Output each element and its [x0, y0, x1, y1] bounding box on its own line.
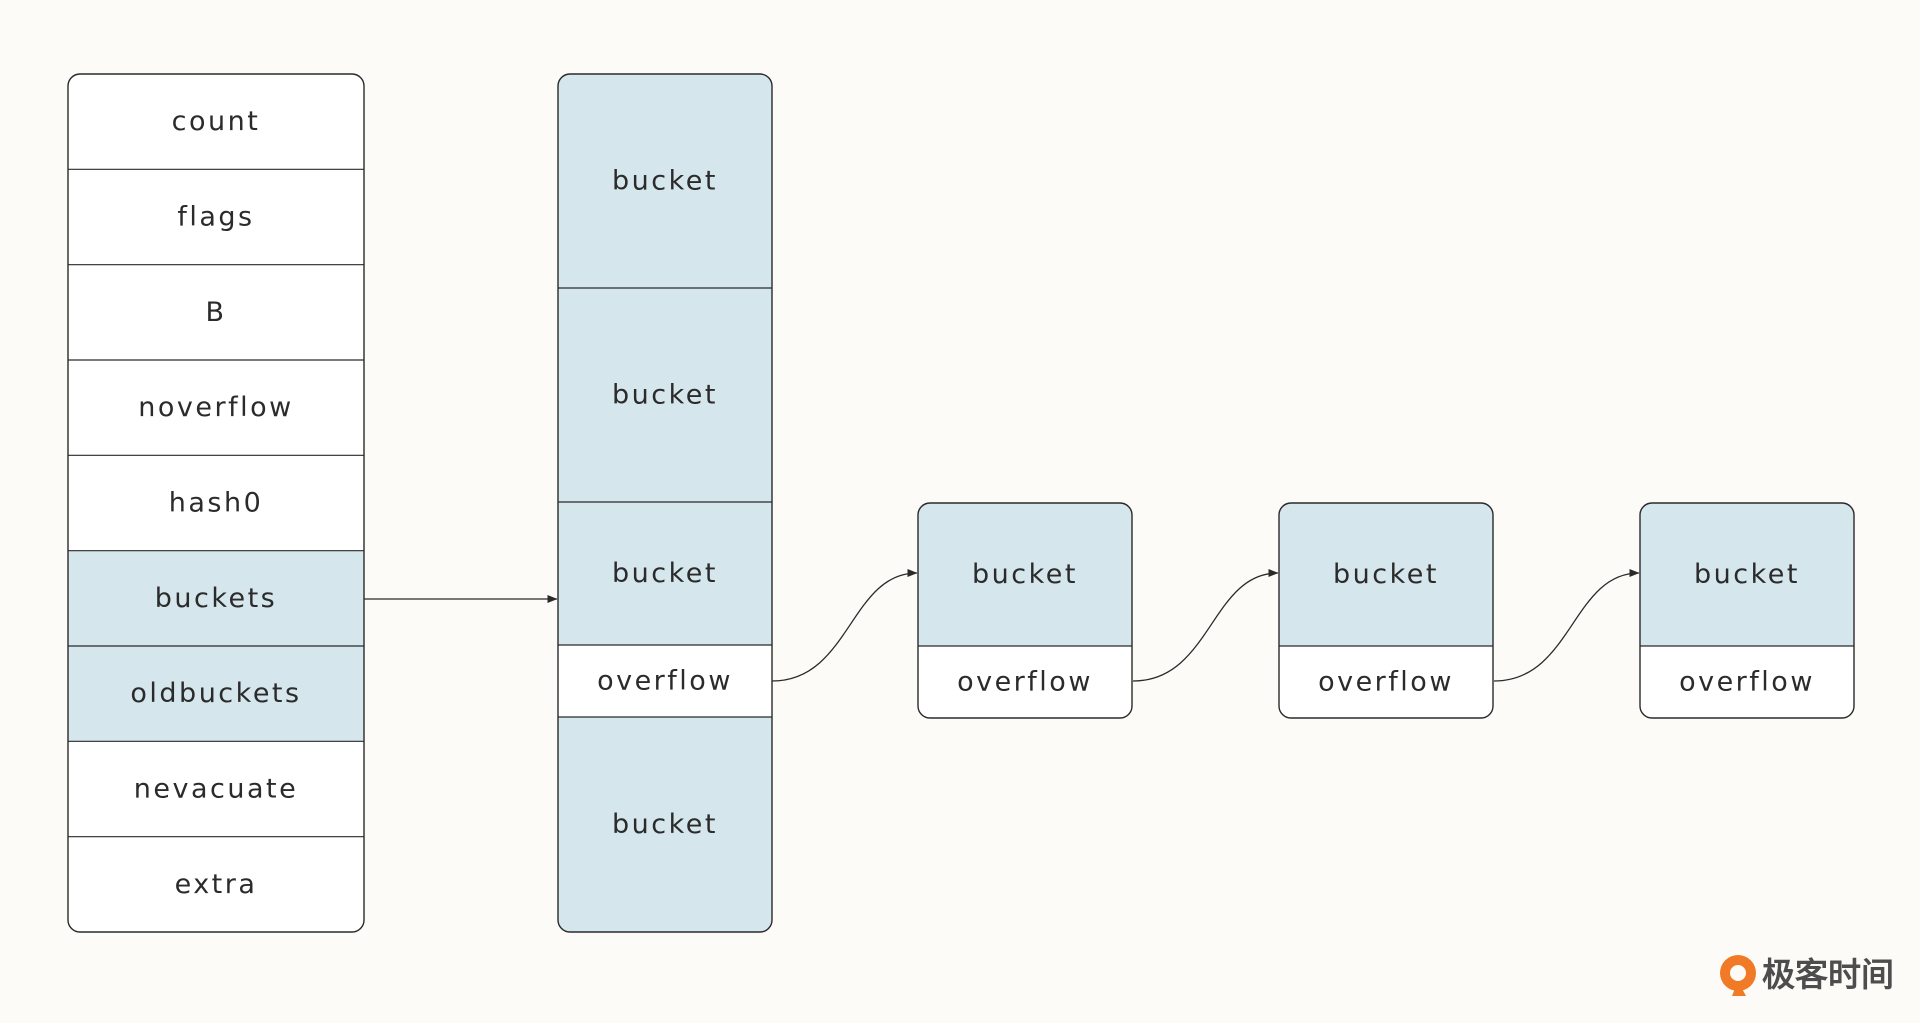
hmap-field-b: B — [68, 264, 364, 328]
hmap-field-label: flags — [177, 201, 254, 232]
hmap-field-label: buckets — [155, 583, 278, 614]
bucket-array: bucket bucket bucket overflow bucket — [557, 73, 773, 933]
bucket-array-segment-label: bucket — [612, 809, 718, 840]
overflow-pointer-arrow-3 — [1493, 569, 1640, 682]
hmap-field-fill — [68, 455, 364, 551]
bucket-array-segment-label: overflow — [597, 666, 733, 697]
bucket-array-segment-bucket: bucket — [558, 716, 772, 840]
segment-fill-square — [558, 717, 772, 920]
hmap-field-fill — [68, 550, 364, 646]
overflow-node-overflow-label: overflow — [1679, 667, 1815, 698]
hmap-field-label: count — [172, 106, 261, 137]
hmap-field-label: hash0 — [169, 487, 264, 518]
segment-fill — [558, 502, 772, 645]
hmap-field-noverflow: noverflow — [68, 359, 364, 423]
overflow-node-bucket-fill-square — [1279, 515, 1493, 646]
hmap-struct-outline — [67, 73, 365, 933]
overflow-node-bucket-fill-square — [918, 515, 1132, 646]
overflow-node-overflow-label: overflow — [957, 667, 1093, 698]
overflow-node-bucket-label: bucket — [1694, 559, 1800, 590]
segment-fill — [558, 288, 772, 502]
segment-fill — [558, 645, 772, 717]
hmap-field-label: noverflow — [138, 392, 293, 423]
overflow-pointer-arrow-1 — [771, 569, 918, 682]
hmap-field-extra: extra — [68, 836, 364, 900]
overflow-node-bucket-fill-square — [1640, 515, 1854, 646]
segment-fill-square — [558, 86, 772, 288]
bucket-array-segment-overflow: overflow — [558, 644, 772, 697]
hmap-field-fill-square — [68, 836, 364, 920]
hmap-field-label: nevacuate — [134, 773, 298, 804]
hmap-field-fill-square — [68, 86, 364, 170]
hmap-field-fill — [68, 264, 364, 360]
hmap-field-fill — [68, 359, 364, 456]
logo-text: 极客时间 — [1762, 955, 1894, 994]
hmap-field-flags: flags — [68, 168, 364, 232]
hmap-field-buckets: buckets — [68, 550, 364, 614]
geektime-logo-icon — [1720, 955, 1756, 996]
overflow-chain: bucket overflow bucket overflow bucket overfl… — [917, 502, 1855, 719]
overflow-node-3: bucket overflow — [1639, 502, 1855, 719]
overflow-node-bucket-label: bucket — [972, 559, 1078, 590]
hmap-field-oldbuckets: oldbuckets — [68, 645, 364, 709]
overflow-node-1: bucket overflow — [917, 502, 1133, 719]
hmap-field-hash0: hash0 — [68, 454, 364, 518]
overflow-node-overflow-label: overflow — [1318, 667, 1454, 698]
overflow-node-outline — [1278, 502, 1494, 719]
hmap-field-nevacuate: nevacuate — [68, 740, 364, 804]
hmap-field-fill — [68, 741, 364, 837]
overflow-node-bucket-label: bucket — [1333, 559, 1439, 590]
bucket-array-outline — [557, 73, 773, 933]
hmap-field-label: extra — [175, 869, 258, 900]
bucket-array-segment-label: bucket — [612, 380, 718, 411]
overflow-node-2: bucket overflow — [1278, 502, 1494, 719]
hmap-field-fill — [68, 645, 364, 742]
bucket-array-segment-label: bucket — [612, 166, 718, 197]
hmap-field-label: oldbuckets — [130, 678, 301, 709]
geektime-logo: 极客时间 — [1720, 955, 1894, 996]
bucket-array-segment-bucket: bucket — [612, 166, 718, 197]
hmap-field-label: B — [205, 297, 226, 328]
hmap-field-fill — [68, 169, 364, 265]
bucket-array-segment-bucket: bucket — [558, 287, 772, 411]
connectors — [364, 569, 1640, 682]
overflow-node-outline — [917, 502, 1133, 719]
hmap-field-count: count — [172, 106, 261, 137]
overflow-node-outline — [1639, 502, 1855, 719]
bucket-array-segment-bucket: bucket — [558, 501, 772, 589]
overflow-pointer-arrow-2 — [1132, 569, 1279, 682]
bucket-array-segment-label: bucket — [612, 558, 718, 589]
